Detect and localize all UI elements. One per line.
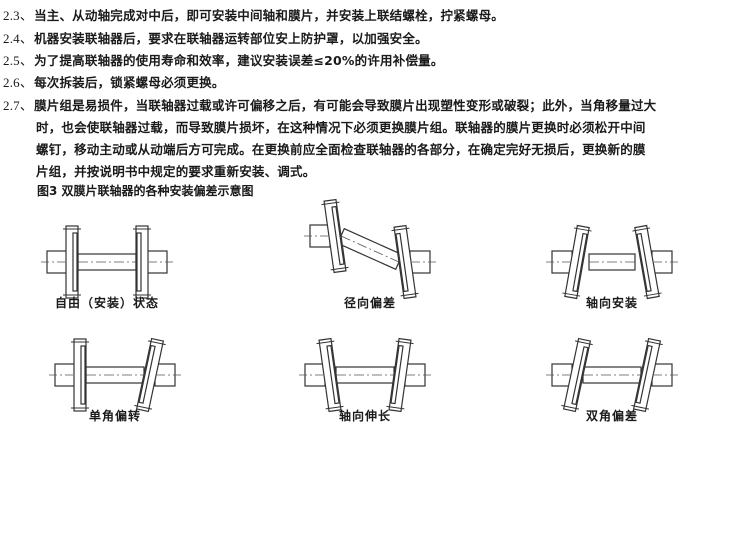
- diagram-single-angle: [49, 337, 181, 413]
- diaphragm: [395, 232, 409, 293]
- flange: [71, 338, 89, 412]
- flange: [562, 224, 592, 300]
- left-half-coupling: [299, 337, 344, 413]
- diaphragm: [390, 344, 404, 405]
- diagram-free-state: [41, 225, 173, 299]
- bolt-line: [573, 227, 592, 232]
- right-half-coupling: [134, 337, 181, 413]
- item-text: 机器安装联轴器后，要求在联轴器运转部位安上防护罩，以加强安全。: [34, 31, 428, 46]
- diaphragm: [72, 232, 78, 292]
- flange: [134, 337, 166, 413]
- bolt-line: [561, 404, 580, 410]
- flange: [391, 224, 419, 300]
- diagram-label-radial: 径向偏差: [343, 296, 397, 310]
- bolt-line: [391, 227, 410, 232]
- diaphragm: [572, 232, 588, 293]
- item-2-7-cont-2: 螺钉，移动主动或从动端后方可完成。在更换前应全面检查联轴器的各部分，在确定完好无…: [36, 142, 646, 157]
- left-half-coupling: [41, 225, 81, 299]
- item-number: 2.3、: [3, 8, 34, 23]
- diagram-radial-deviation: [304, 198, 436, 300]
- item-2-6: 2.6、每次拆装后，锁紧螺母必须更换。: [3, 72, 225, 91]
- bolt-line: [330, 266, 349, 271]
- item-2-5: 2.5、为了提高联轴器的使用寿命和效率，建议安装误差≤20%的许用补偿量。: [3, 50, 444, 69]
- left-half-coupling: [546, 337, 593, 413]
- bolt-line: [325, 405, 344, 410]
- intermediate-shaft: [77, 253, 137, 271]
- bolt-line: [321, 201, 340, 206]
- intermediate-shaft: [588, 253, 636, 271]
- bolt-line: [395, 340, 414, 345]
- flange: [386, 337, 414, 413]
- right-half-coupling: [631, 337, 678, 413]
- diaphragm: [80, 345, 86, 405]
- right-half-coupling: [386, 337, 431, 413]
- left-half-coupling: [546, 224, 592, 300]
- diagram-label-axial-install: 轴向安装: [585, 296, 639, 310]
- intermediate-shaft: [582, 366, 642, 384]
- bolt-line: [316, 340, 335, 345]
- flange: [63, 225, 81, 299]
- intermediate-shaft: [85, 366, 145, 384]
- bolt-line: [134, 404, 153, 410]
- item-text: 为了提高联轴器的使用寿命和效率，建议安装误差≤20%的许用补偿量。: [34, 53, 444, 68]
- diaphragm: [331, 205, 345, 266]
- right-half-coupling: [391, 224, 436, 300]
- diaphragm: [326, 344, 340, 405]
- item-number: 2.4、: [3, 31, 34, 46]
- item-2-7-cont-1: 时，也会使联轴器过载，而导致膜片损坏，在这种情况下必须更换膜片组。联轴器的膜片更…: [36, 120, 646, 135]
- item-2-4: 2.4、机器安装联轴器后，要求在联轴器运转部位安上防护罩，以加强安全。: [3, 28, 428, 47]
- diagram-label-single-angle: 单角偏转: [88, 409, 142, 423]
- flange: [133, 225, 151, 299]
- item-text: 当主、从动轴完成对中后，即可安装中间轴和膜片，并安装上联结螺栓，拧紧螺母。: [34, 8, 504, 23]
- left-half-coupling: [304, 198, 349, 274]
- diaphragm: [635, 344, 653, 404]
- bolt-line: [644, 340, 663, 346]
- bolt-line: [643, 292, 662, 297]
- bolt-line: [400, 292, 419, 297]
- bolt-line: [574, 340, 593, 346]
- item-number: 2.5、: [3, 53, 34, 68]
- left-half-coupling: [49, 338, 89, 412]
- item-number: 2.7、: [3, 98, 34, 113]
- bolt-line: [386, 405, 405, 410]
- right-half-coupling: [632, 224, 678, 300]
- intermediate-shaft: [335, 366, 395, 384]
- diagram-label-free: 自由（安装）状态: [54, 296, 160, 310]
- item-text: 膜片组是易损件，当联轴器过载或许可偏移之后，有可能会导致膜片出现塑性变形或破裂；…: [34, 98, 657, 113]
- right-half-coupling: [133, 225, 173, 299]
- diagram-label-axial-extension: 轴向伸长: [338, 409, 392, 423]
- item-2-7: 2.7、膜片组是易损件，当联轴器过载或许可偏移之后，有可能会导致膜片出现塑性变形…: [3, 95, 656, 114]
- bolt-line: [631, 404, 650, 410]
- item-2-7-cont-3: 片组，并按说明书中规定的要求重新安装、调式。: [36, 164, 316, 179]
- figure-caption: 图3 双膜片联轴器的各种安装偏差示意图: [37, 184, 254, 198]
- diaphragm: [571, 346, 589, 406]
- diaphragm: [136, 232, 142, 292]
- intermediate-shaft: [336, 227, 404, 271]
- diagram-label-double-angle: 双角偏差: [585, 409, 639, 423]
- item-number: 2.6、: [3, 75, 34, 90]
- bolt-line: [562, 292, 581, 297]
- bolt-line: [147, 340, 166, 346]
- diaphragm: [636, 232, 652, 293]
- diagram-axial-install: [546, 224, 678, 300]
- diagram-axial-extension: [299, 337, 431, 413]
- flange: [561, 337, 593, 413]
- flange: [631, 337, 663, 413]
- flange: [632, 224, 662, 300]
- item-text: 每次拆装后，锁紧螺母必须更换。: [34, 75, 225, 90]
- flange: [321, 198, 349, 274]
- flange: [316, 337, 344, 413]
- diagram-double-angle: [546, 337, 678, 413]
- diaphragm: [138, 344, 156, 404]
- bolt-line: [632, 227, 651, 232]
- item-2-3: 2.3、当主、从动轴完成对中后，即可安装中间轴和膜片，并安装上联结螺栓，拧紧螺母…: [3, 5, 504, 24]
